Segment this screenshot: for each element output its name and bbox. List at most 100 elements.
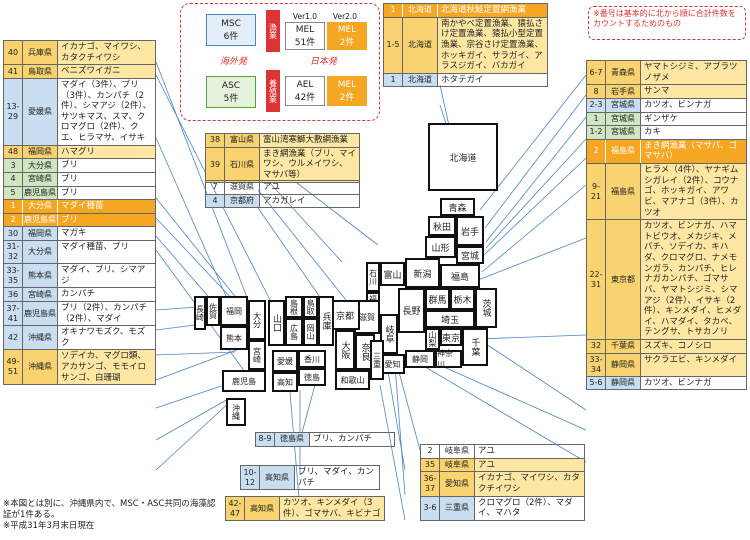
item-number: 36 (4, 288, 23, 301)
item-species: カンパチ (61, 289, 96, 300)
map-ehime: 愛媛 (272, 350, 298, 372)
item-prefecture: 愛媛県 (23, 78, 58, 145)
map-kumamoto: 熊本 (220, 326, 248, 350)
item-prefecture: 岐阜県 (440, 458, 475, 472)
item-prefecture: 宮城県 (606, 112, 641, 126)
item-species: ブリ、カンパチ (313, 434, 372, 444)
item-number: 4 (206, 194, 225, 208)
item-species: ブリ、マダイ、カンパチ (298, 467, 374, 488)
item-species: イカナゴ、マイワシ、カタクチイワシ (61, 42, 146, 63)
map-kanagawa: 神奈川 (435, 349, 462, 369)
legend-mel2-label: MEL (337, 24, 357, 35)
item-prefecture: 沖縄県 (23, 350, 58, 385)
map-kyoto: 京都 (330, 300, 360, 330)
legend-mel2: MEL 2件 (327, 22, 367, 50)
map-kagoshima: 鹿児島 (222, 370, 266, 392)
item-prefecture: 滋賀県 (225, 181, 260, 194)
item-number: 32 (587, 340, 606, 353)
item-species: サンマ (644, 86, 670, 97)
item-number: 4 (4, 172, 23, 186)
map-mie: 三重 (370, 340, 384, 380)
item-number: 49-51 (4, 350, 23, 385)
item-prefecture: 北海道 (403, 73, 438, 87)
map-miyazaki: 宮崎 (248, 340, 266, 370)
map-wakayama: 和歌山 (335, 370, 370, 390)
item-species: 富山湾寒鰤大敷網漁業 (263, 135, 349, 145)
item-prefecture: 岩手県 (606, 85, 641, 98)
item-species: ブリ (61, 187, 79, 198)
item-prefecture: 富山県 (225, 134, 260, 147)
item-species: アユ (478, 459, 496, 470)
item-species: アユ (263, 182, 281, 192)
item-prefecture: 鹿児島県 (23, 186, 58, 200)
item-species: ホタテガイ (441, 74, 484, 85)
item-species: マダイ、ブリ、シマアジ (61, 265, 146, 286)
item-species: ブリ (61, 173, 79, 184)
legend-ael-label: AEL (296, 79, 314, 90)
legend-msc-label: MSC (221, 18, 241, 29)
map-gifu: 岐阜 (380, 314, 398, 354)
item-number: 1-2 (587, 126, 606, 139)
item-prefecture: 大分県 (23, 241, 58, 263)
map-tottori: 鳥取 (303, 296, 318, 318)
item-number: 6-7 (587, 61, 606, 85)
legend-mel3: MEL 2件 (327, 76, 367, 106)
item-prefecture: 宮崎県 (23, 172, 58, 186)
item-species: サクラエビ、キンメダイ (644, 354, 737, 365)
map-fukuoka: 福岡 (220, 296, 248, 326)
item-prefecture: 京都府 (225, 194, 260, 208)
item-species: カツオ、ビンナガ (644, 99, 712, 110)
legend-asc: ASC 5件 (206, 76, 256, 108)
item-number: 2 (421, 445, 440, 458)
item-prefecture: 静岡県 (606, 353, 641, 376)
item-number: 42-47 (226, 497, 245, 521)
item-species: ブリ（2件）、カンパチ（2件）、マダイ (61, 302, 148, 324)
map-yamaguchi: 山口 (268, 300, 285, 346)
map-okayama: 岡山 (303, 318, 318, 346)
item-number: 42 (4, 326, 23, 350)
item-prefecture: 愛知県 (440, 472, 475, 496)
item-prefecture: 徳島県 (275, 433, 310, 446)
map-shizuoka: 静岡 (405, 350, 435, 368)
item-species: ヤマトシジミ、アブラツノザメ (644, 62, 738, 83)
item-number: 5-6 (587, 376, 606, 390)
item-number: 30 (4, 227, 23, 240)
item-species: ブリ (61, 160, 79, 171)
legend-mel1-label: MEL (295, 24, 315, 35)
map-iwate: 岩手 (456, 216, 484, 246)
map-gunma: 群馬 (425, 288, 450, 310)
item-prefecture: 福岡県 (23, 227, 58, 240)
item-number: 1-5 (384, 17, 403, 73)
footnote-seaweed: ※本図とは別に、沖縄県内で、MSC・ASC共同の海藻認証が1件ある。 (3, 499, 216, 521)
item-species: カキ (644, 127, 662, 138)
item-prefecture: 沖縄県 (23, 326, 58, 350)
map-chiba: 千葉 (462, 328, 488, 366)
item-number: 48 (4, 145, 23, 159)
legend-fishery-tag: 漁業 (266, 10, 280, 52)
item-number: 35 (421, 458, 440, 472)
map-nagasaki: 長崎 (194, 296, 206, 330)
item-species: スズキ、コノシロ (644, 341, 712, 351)
item-species: アカガレイ (263, 195, 306, 206)
map-kagawa: 香川 (298, 350, 326, 368)
legend-msc-count: 6件 (223, 31, 239, 42)
map-shimane: 島根 (285, 296, 303, 318)
